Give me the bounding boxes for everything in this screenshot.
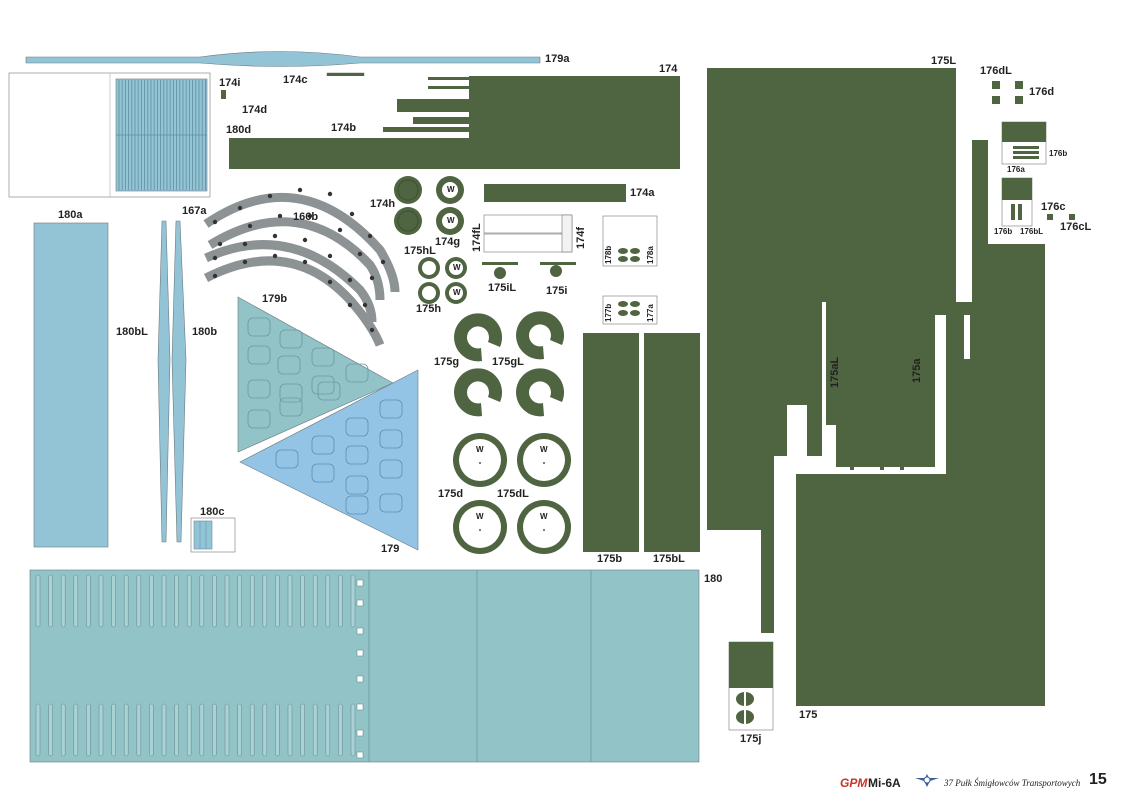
part-179: [239, 369, 419, 551]
model-name: Mi-6A: [868, 776, 901, 790]
part-174f: [483, 233, 573, 253]
label-174c: 174c: [283, 74, 308, 86]
label-176dL: 176dL: [980, 65, 1012, 77]
label-175d: 175d: [438, 488, 464, 500]
part-175h-wheels: [418, 257, 467, 304]
label-174i: 174i: [219, 77, 241, 89]
label-180d: 180d: [226, 124, 252, 136]
part-177: [602, 295, 658, 325]
wheel-letter: W: [540, 512, 548, 521]
part-175a: [882, 350, 922, 422]
label-175iL: 175iL: [488, 282, 517, 294]
wheel-letter: W: [476, 445, 484, 454]
part-175d-tyres: [453, 433, 571, 554]
label-174fL: 174fL: [471, 223, 483, 252]
label-180: 180: [704, 573, 723, 585]
label-175bL: 175bL: [653, 553, 685, 565]
label-175b: 175b: [597, 553, 623, 565]
part-175bL: [644, 333, 700, 552]
label-174h: 174h: [370, 198, 396, 210]
label-174f: 174f: [575, 226, 587, 249]
part-175aL: [835, 350, 876, 422]
wheel-letter: W: [447, 185, 455, 194]
label-177b: 177b: [604, 303, 613, 322]
label-178b: 178b: [604, 245, 613, 264]
label-174b: 174b: [331, 122, 357, 134]
part-174a: [484, 184, 626, 202]
label-175L: 175L: [931, 55, 957, 67]
label-180b: 180b: [192, 326, 218, 338]
part-178: [602, 215, 658, 267]
part-175g-rings: [454, 311, 565, 417]
unit-emblem-icon: [915, 774, 939, 787]
label-174a: 174a: [630, 187, 655, 199]
label-175: 175: [799, 709, 818, 721]
label-175g: 175g: [434, 356, 460, 368]
part-175iL-bar: [482, 262, 518, 265]
label-179a: 179a: [545, 53, 570, 65]
part-176c: [1047, 214, 1053, 220]
part-175b: [583, 333, 639, 552]
label-175a: 175a: [911, 358, 923, 383]
label-180a: 180a: [58, 209, 83, 221]
part-180bL: [157, 220, 171, 543]
label-179b: 179b: [262, 293, 288, 305]
label-174g: 174g: [435, 236, 461, 248]
label-178a: 178a: [646, 246, 655, 264]
label-175i: 175i: [546, 285, 568, 297]
part-175i-bar: [540, 262, 576, 265]
part-180: [29, 569, 700, 763]
label-177a: 177a: [646, 304, 655, 322]
label-176bL: 176bL: [1020, 227, 1044, 236]
wheel-letter: W: [447, 216, 455, 225]
label-180bL: 180bL: [116, 326, 148, 338]
label-167a: 167a: [182, 205, 207, 217]
label-174: 174: [659, 63, 678, 75]
part-176cL: [1069, 214, 1075, 220]
label-176d: 176d: [1029, 86, 1055, 98]
label-179: 179: [381, 543, 400, 555]
label-176b-lower: 176b: [994, 227, 1013, 236]
page-number: 15: [1089, 771, 1107, 788]
label-166b: 166b: [293, 211, 319, 223]
label-174d: 174d: [242, 104, 268, 116]
label-175dL: 175dL: [497, 488, 529, 500]
wheel-letter: W: [453, 263, 461, 272]
wheel-letter: W: [540, 445, 548, 454]
brand-logo: GPM: [840, 776, 868, 790]
label-175gL: 175gL: [492, 356, 524, 368]
part-180b: [171, 220, 187, 543]
part-179b: [237, 296, 394, 453]
label-176a: 176a: [1007, 165, 1025, 174]
label-176cL: 176cL: [1060, 221, 1092, 233]
part-176d-a: [992, 96, 1000, 104]
part-174fL: [483, 214, 573, 234]
label-176b-upper: 176b: [1049, 149, 1068, 158]
wheel-letter: W: [476, 512, 484, 521]
label-176c: 176c: [1041, 201, 1066, 213]
label-180c: 180c: [200, 506, 225, 518]
label-175h: 175h: [416, 303, 442, 315]
part-180a: [33, 222, 109, 548]
unit-name: 37 Pułk Śmigłowców Transportowych: [944, 778, 1081, 788]
part-179a: [25, 51, 541, 67]
part-174i: [221, 90, 226, 99]
label-175j: 175j: [740, 733, 762, 745]
wheel-letter: W: [453, 288, 461, 297]
label-175aL: 175aL: [829, 356, 841, 388]
part-176dL-a: [992, 81, 1000, 89]
label-175hL: 175hL: [404, 245, 436, 257]
